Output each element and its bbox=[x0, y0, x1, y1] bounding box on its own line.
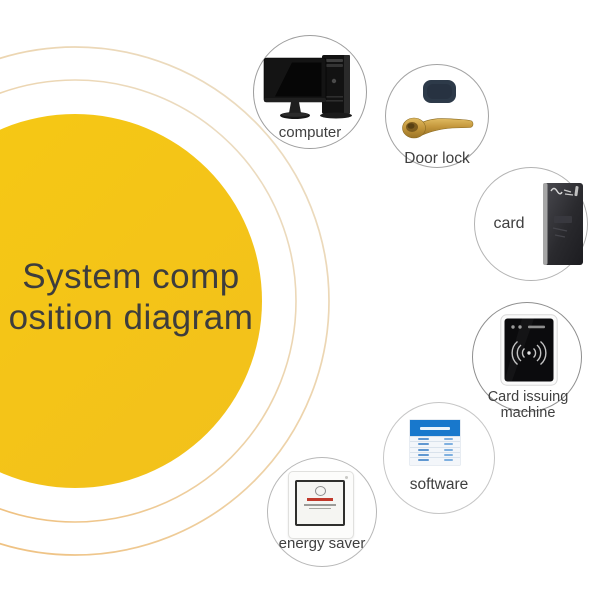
slot-text-line1-placeholder bbox=[304, 504, 336, 506]
slot-text-line2-placeholder bbox=[309, 507, 331, 509]
node-computer-label: computer bbox=[278, 124, 342, 141]
moon-icon bbox=[314, 486, 326, 496]
door-lock-icon bbox=[402, 80, 474, 139]
node-door-lock: Door lock bbox=[385, 64, 489, 168]
software-titlebar bbox=[410, 420, 460, 436]
software-table bbox=[410, 436, 460, 465]
page-title: System comp osition diagram bbox=[0, 256, 262, 338]
page-title-line2: osition diagram bbox=[8, 298, 254, 337]
node-door-lock-label: Door lock bbox=[404, 150, 470, 167]
card-issuing-machine-icon bbox=[500, 314, 558, 386]
node-card-issuing-machine: Card issuing machine bbox=[472, 302, 582, 421]
plate-screw-dot bbox=[345, 476, 348, 479]
node-card-issuing-machine-label: Card issuing machine bbox=[487, 389, 569, 421]
node-energy-saver: energy saver bbox=[267, 457, 377, 567]
outer-ring bbox=[0, 46, 330, 556]
node-energy-saver-label: energy saver bbox=[278, 535, 366, 552]
page-title-line1: System comp bbox=[22, 257, 240, 296]
title-disc bbox=[0, 114, 262, 488]
desktop-computer-icon bbox=[263, 55, 352, 119]
software-titlebar-text-placeholder bbox=[420, 426, 450, 430]
energy-saver-switch-icon bbox=[288, 471, 354, 539]
slot-red-text-placeholder bbox=[307, 498, 333, 501]
node-card-label: card bbox=[493, 215, 525, 232]
node-card: card bbox=[474, 167, 588, 281]
node-software-label: software bbox=[409, 476, 469, 493]
node-computer: computer bbox=[253, 35, 367, 149]
node-software: software bbox=[383, 402, 495, 514]
key-card-icon bbox=[543, 183, 583, 265]
card-slot bbox=[295, 480, 345, 526]
inner-ring bbox=[0, 79, 297, 523]
software-window-icon bbox=[410, 420, 460, 465]
